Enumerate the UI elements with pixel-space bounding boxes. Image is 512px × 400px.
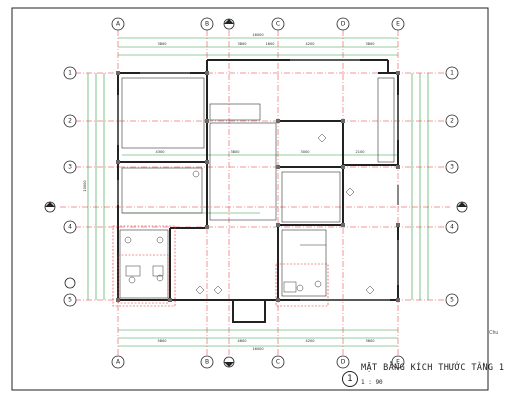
- walls: [117, 59, 399, 323]
- dim-left-overall: 10000: [83, 180, 87, 191]
- grid-bubbles: [44, 17, 468, 369]
- grid-label-b-bottom: B: [205, 359, 209, 366]
- drawing-scale: 1 : 90: [361, 379, 383, 386]
- dim-top-3: 4200: [306, 42, 315, 46]
- grid-labels: A A B B C C D D E E 1 1 2 2 3 3 4 4 5 5: [68, 21, 454, 366]
- dim-bottom-3: 3600: [366, 339, 375, 343]
- dim-bottom-2: 4200: [306, 339, 315, 343]
- interior-lines: [119, 77, 395, 299]
- grid-label-1-right: 1: [450, 70, 454, 77]
- grid-label-d-top: D: [341, 21, 346, 28]
- grid-label-1-left: 1: [68, 70, 72, 77]
- grid-label-2-left: 2: [68, 118, 72, 125]
- dim-inner-2: 3000: [301, 150, 310, 154]
- dim-inner-1: 3800: [231, 150, 240, 154]
- grid-label-2-right: 2: [450, 118, 454, 125]
- drawing-title: MẶT BẰNG KÍCH THƯỚC TẦNG 1: [361, 363, 505, 373]
- fixtures: [124, 133, 375, 295]
- dim-bottom-0: 5800: [158, 339, 167, 343]
- grid-label-b-top: B: [205, 21, 209, 28]
- dim-top-2: 1600: [266, 42, 275, 46]
- dim-inner-0: 4300: [156, 150, 165, 154]
- grid-label-a-bottom: A: [116, 359, 121, 366]
- section-marks: [45, 19, 467, 367]
- drawing-frame: [11, 7, 489, 391]
- grid-label-3-right: 3: [450, 164, 454, 171]
- grid-label-5-right: 5: [450, 297, 454, 304]
- grid-label-4-right: 4: [450, 224, 454, 231]
- dim-bottom-1: 4600: [238, 339, 247, 343]
- dimension-labels: 16000 3800 3800 1600 4200 3800 16000 5800 4600 42…: [83, 33, 374, 351]
- grid-label-d-bottom: D: [341, 359, 346, 366]
- grid-label-c-bottom: C: [276, 359, 280, 366]
- grid-label-e-bottom: E: [396, 359, 400, 366]
- side-tab[interactable]: Chu: [489, 330, 499, 336]
- wet-zones: [112, 225, 329, 307]
- title-number-bubble: 1: [342, 371, 358, 387]
- dim-inner-3: 2100: [356, 150, 365, 154]
- grid-label-5-left: 5: [68, 297, 72, 304]
- dim-top-0: 3800: [158, 42, 167, 46]
- dim-top-overall: 16000: [252, 33, 263, 37]
- dim-top-1: 3800: [238, 42, 247, 46]
- grid-label-e-top: E: [396, 21, 400, 28]
- windows: [117, 59, 399, 301]
- grid-label-a-top: A: [116, 21, 121, 28]
- columns: [116, 71, 400, 302]
- grid-label-3-left: 3: [68, 164, 72, 171]
- grid-label-4-left: 4: [68, 224, 72, 231]
- grid-label-c-top: C: [276, 21, 280, 28]
- dim-bottom-overall: 16000: [252, 347, 263, 351]
- dim-top-4: 3800: [366, 42, 375, 46]
